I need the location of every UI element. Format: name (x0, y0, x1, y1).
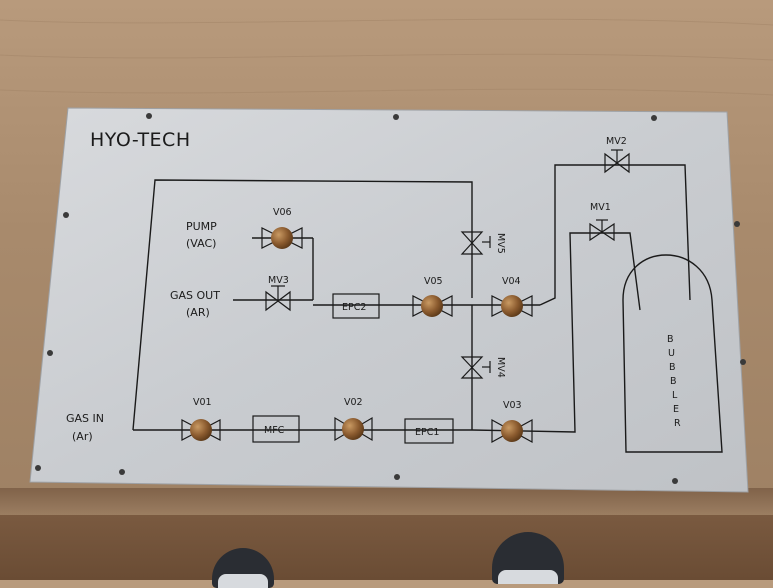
valve-label-mv1: MV1 (590, 202, 611, 213)
brand-logo: HYO-TECH (90, 129, 191, 151)
valve-label-v03: V03 (503, 400, 522, 411)
aluminum-plate (29, 107, 749, 493)
bubbler-letter: E (673, 404, 679, 415)
valve-label-mv5: MV5 (495, 233, 506, 254)
mounting-holes (35, 113, 746, 484)
valve-label-mv2: MV2 (606, 136, 627, 147)
bubbler-letter: B (669, 362, 676, 373)
valve-label-v02: V02 (344, 397, 363, 408)
bubbler-vessel (622, 254, 723, 453)
gas-out-label-2: (AR) (186, 306, 210, 319)
bubbler-letter: R (674, 418, 681, 429)
floor-area (0, 515, 773, 580)
knob-v03 (501, 420, 523, 442)
valve-label-mv4: MV4 (495, 357, 506, 378)
knob-v06 (271, 227, 293, 249)
box-label-epc2: EPC2 (342, 302, 366, 313)
box-label-mfc: MFC (264, 425, 285, 436)
pump-label-2: (VAC) (186, 237, 216, 250)
valve-label-v05: V05 (424, 276, 443, 287)
valve-label-mv3: MV3 (268, 275, 289, 286)
knob-v04 (501, 295, 523, 317)
valve-knobs (190, 227, 523, 442)
table-edge-shadow (0, 488, 773, 518)
pump-label-1: PUMP (186, 220, 217, 233)
component-boxes (252, 293, 454, 444)
valve-label-v01: V01 (193, 397, 212, 408)
box-label-epc1: EPC1 (415, 427, 439, 438)
valve-label-v04: V04 (502, 276, 521, 287)
bubbler-label: B U B B L E R (667, 334, 681, 429)
bubbler-letter: B (667, 334, 674, 345)
gas-in-label-1: GAS IN (66, 412, 104, 425)
knob-v02 (342, 418, 364, 440)
bubbler-letter: U (668, 348, 675, 359)
gas-in-label-2: (Ar) (72, 430, 93, 443)
gas-out-label-1: GAS OUT (170, 289, 220, 302)
bubbler-letter: B (670, 376, 677, 387)
valve-label-v06: V06 (273, 207, 292, 218)
knob-v05 (421, 295, 443, 317)
knob-v01 (190, 419, 212, 441)
bubbler-letter: L (672, 390, 678, 401)
